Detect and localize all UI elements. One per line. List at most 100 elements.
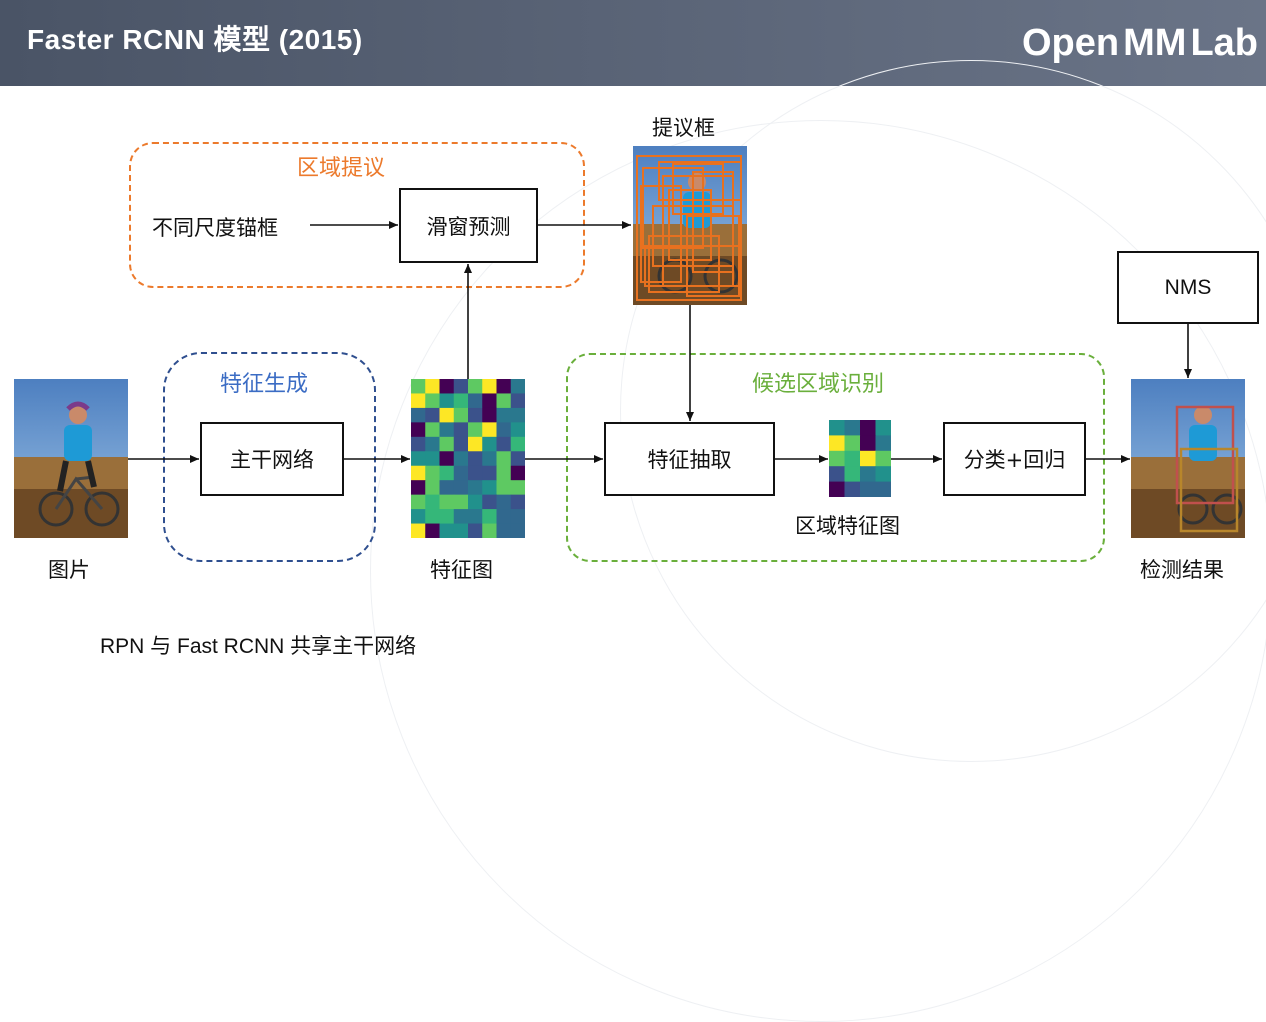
heatmap-cell bbox=[411, 509, 426, 525]
heatmap-cell bbox=[829, 450, 845, 467]
heatmap-cell bbox=[829, 466, 845, 483]
backbone-box: 主干网络 bbox=[200, 422, 344, 496]
heatmap-cell bbox=[411, 523, 426, 538]
heatmap-cell bbox=[496, 494, 512, 510]
logo-text-mm: MM bbox=[1123, 21, 1187, 64]
group-label-region-proposal: 区域提议 bbox=[297, 156, 386, 181]
heatmap-cell bbox=[468, 436, 483, 452]
heatmap-cell bbox=[510, 379, 525, 394]
heatmap-cell bbox=[411, 422, 426, 438]
footnote-text: RPN 与 Fast RCNN 共享主干网络 bbox=[100, 635, 417, 658]
heatmap-cell bbox=[510, 465, 525, 481]
heatmap-cell bbox=[482, 451, 497, 467]
heatmap-cell bbox=[860, 435, 876, 452]
heatmap-cell bbox=[453, 379, 469, 394]
proposals-label: 提议框 bbox=[652, 116, 715, 140]
heatmap-cell bbox=[482, 393, 497, 409]
heatmap-cell bbox=[510, 509, 525, 525]
image-label: 图片 bbox=[48, 558, 90, 582]
input-image bbox=[14, 379, 128, 538]
heatmap-cell bbox=[439, 465, 455, 481]
heatmap-cell bbox=[468, 379, 483, 394]
heatmap-cell bbox=[482, 422, 497, 438]
logo-text-open: Open bbox=[1022, 21, 1120, 64]
heatmap-cell bbox=[496, 393, 512, 409]
heatmap-cell bbox=[439, 379, 455, 394]
heatmap-cell bbox=[453, 494, 469, 510]
heatmap-cell bbox=[496, 436, 512, 452]
heatmap-cell bbox=[425, 451, 440, 467]
heatmap-cell bbox=[829, 481, 845, 497]
heatmap-cell bbox=[496, 509, 512, 525]
heatmap-cell bbox=[510, 422, 525, 438]
heatmap-cell bbox=[468, 509, 483, 525]
heatmap-cell bbox=[425, 422, 440, 438]
heatmap-cell bbox=[482, 436, 497, 452]
heatmap-cell bbox=[411, 407, 426, 423]
heatmap-cell bbox=[482, 509, 497, 525]
heatmap-cell bbox=[860, 450, 876, 467]
heatmap-cell bbox=[425, 509, 440, 525]
heatmap-cell bbox=[482, 523, 497, 538]
heatmap-cell bbox=[510, 480, 525, 496]
heatmap-cell bbox=[860, 481, 876, 497]
heatmap-cell bbox=[510, 523, 525, 538]
heatmap-cell bbox=[453, 465, 469, 481]
heatmap-cell bbox=[468, 523, 483, 538]
heatmap-cell bbox=[510, 436, 525, 452]
heatmap-cell bbox=[844, 450, 861, 467]
feature-map-grid bbox=[411, 379, 525, 538]
heatmap-cell bbox=[453, 451, 469, 467]
heatmap-cell bbox=[496, 379, 512, 394]
heatmap-cell bbox=[425, 393, 440, 409]
heatmap-cell bbox=[439, 393, 455, 409]
heatmap-cell bbox=[482, 494, 497, 510]
heatmap-cell bbox=[425, 494, 440, 510]
roi-feature-map-grid bbox=[829, 420, 891, 497]
heatmap-cell bbox=[468, 465, 483, 481]
heatmap-cell bbox=[468, 422, 483, 438]
flow-arrows bbox=[128, 221, 1192, 463]
slide-title: Faster RCNN 模型 (2015) bbox=[27, 24, 363, 55]
heatmap-cell bbox=[453, 393, 469, 409]
classify-regress-box: 分类+回归 bbox=[943, 422, 1086, 496]
group-label-roi-recognition: 候选区域识别 bbox=[752, 372, 885, 397]
proposal-boxes-photo bbox=[633, 146, 747, 305]
heatmap-cell bbox=[439, 422, 455, 438]
heatmap-cell bbox=[496, 480, 512, 496]
logo-text-lab: Lab bbox=[1190, 21, 1258, 64]
heatmap-cell bbox=[453, 407, 469, 423]
heatmap-cell bbox=[482, 480, 497, 496]
heatmap-cell bbox=[411, 436, 426, 452]
heatmap-cell bbox=[844, 466, 861, 483]
heatmap-cell bbox=[453, 436, 469, 452]
heatmap-cell bbox=[425, 379, 440, 394]
heatmap-cell bbox=[439, 407, 455, 423]
detection-result-photo bbox=[1131, 379, 1245, 538]
heatmap-cell bbox=[411, 379, 426, 394]
nms-box: NMS bbox=[1117, 251, 1259, 324]
heatmap-cell bbox=[425, 480, 440, 496]
detection-result-label: 检测结果 bbox=[1140, 558, 1224, 582]
heatmap-cell bbox=[468, 494, 483, 510]
heatmap-cell bbox=[425, 436, 440, 452]
heatmap-cell bbox=[468, 451, 483, 467]
heatmap-cell bbox=[875, 481, 891, 497]
cyclist-photo bbox=[14, 379, 128, 538]
heatmap-cell bbox=[439, 494, 455, 510]
heatmap-cell bbox=[425, 523, 440, 538]
heatmap-cell bbox=[468, 393, 483, 409]
heatmap-cell bbox=[510, 451, 525, 467]
heatmap-cell bbox=[482, 379, 497, 394]
heatmap-cell bbox=[453, 422, 469, 438]
heatmap-cell bbox=[439, 480, 455, 496]
heatmap-cell bbox=[425, 407, 440, 423]
group-roi-recognition bbox=[566, 353, 1105, 562]
heatmap-cell bbox=[496, 422, 512, 438]
group-feature-generation bbox=[163, 352, 376, 562]
result-image bbox=[1131, 379, 1245, 538]
heatmap-cell bbox=[411, 494, 426, 510]
heatmap-cell bbox=[496, 465, 512, 481]
openmmlab-logo: Open MM Lab bbox=[1022, 8, 1258, 78]
heatmap-cell bbox=[411, 465, 426, 481]
